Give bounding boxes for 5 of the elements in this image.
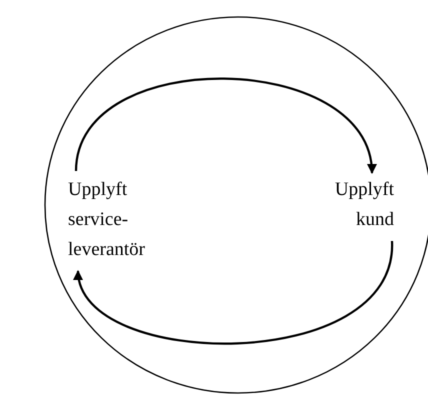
node-label: Upplyft kund xyxy=(334,178,394,232)
curved-arrow xyxy=(76,240,394,344)
node-label: Upplyft service-leverantör xyxy=(68,178,146,262)
circle-outline xyxy=(44,16,428,394)
curved-arrow xyxy=(74,78,376,174)
